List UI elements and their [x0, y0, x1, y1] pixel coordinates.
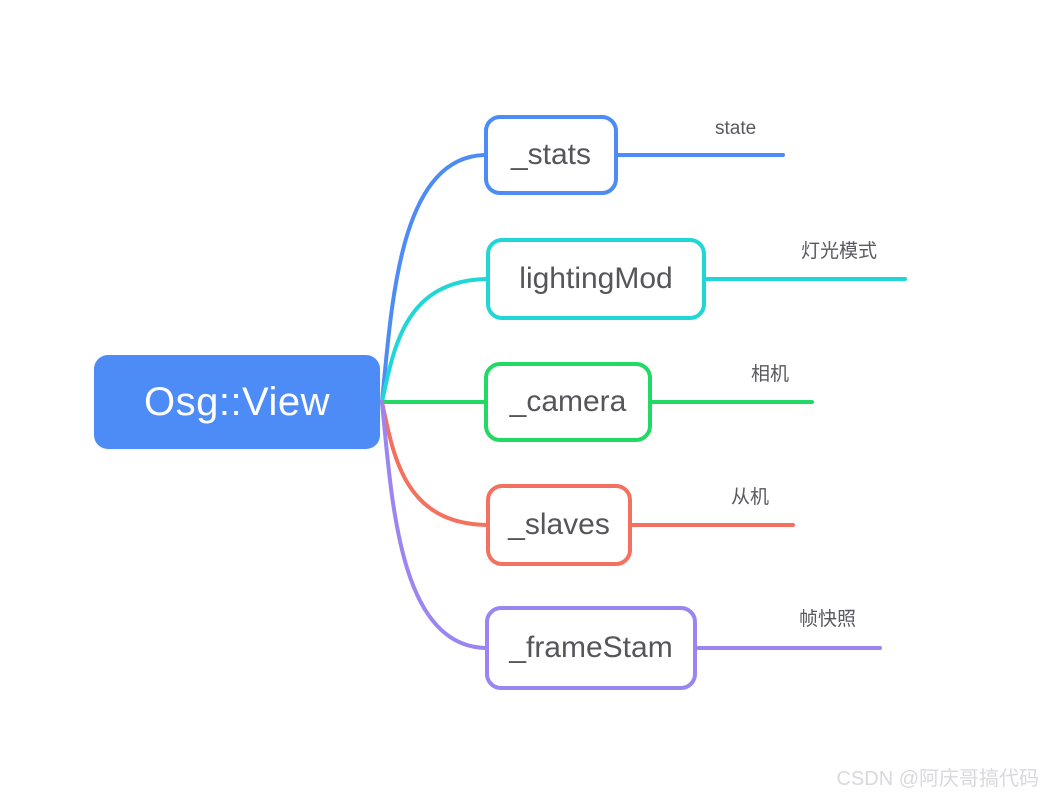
root-node[interactable]: Osg::View: [94, 355, 380, 449]
edge-label-frame-snapshot: 帧快照: [799, 609, 857, 630]
edge-curve-lightingmod: [380, 277, 488, 404]
child-node-stats-label: _stats: [510, 138, 592, 171]
edge-label-camera: 相机: [751, 364, 790, 385]
child-node-camera-label: _camera: [509, 385, 627, 418]
child-node-framestam[interactable]: _frameStam: [485, 606, 697, 690]
child-node-lightingmod-label: lightingMod: [519, 262, 673, 295]
root-node-label: Osg::View: [143, 380, 331, 424]
child-node-framestam-label: _frameStam: [509, 631, 673, 664]
csdn-watermark: CSDN @阿庆哥搞代码: [836, 768, 1039, 790]
child-node-lightingmod[interactable]: lightingMod: [486, 238, 706, 320]
edge-label-lighting-mode: 灯光模式: [801, 241, 878, 262]
child-node-slaves[interactable]: _slaves: [486, 484, 632, 566]
child-node-camera[interactable]: _camera: [484, 362, 652, 442]
edge-label-state: state: [715, 118, 757, 139]
child-node-stats[interactable]: _stats: [484, 115, 618, 195]
edge-curve-stats: [380, 153, 486, 404]
edge-curve-slaves: [380, 400, 488, 527]
child-node-slaves-label: _slaves: [508, 508, 610, 541]
edge-curve-framestam: [380, 400, 487, 650]
edge-label-slave: 从机: [731, 487, 770, 508]
